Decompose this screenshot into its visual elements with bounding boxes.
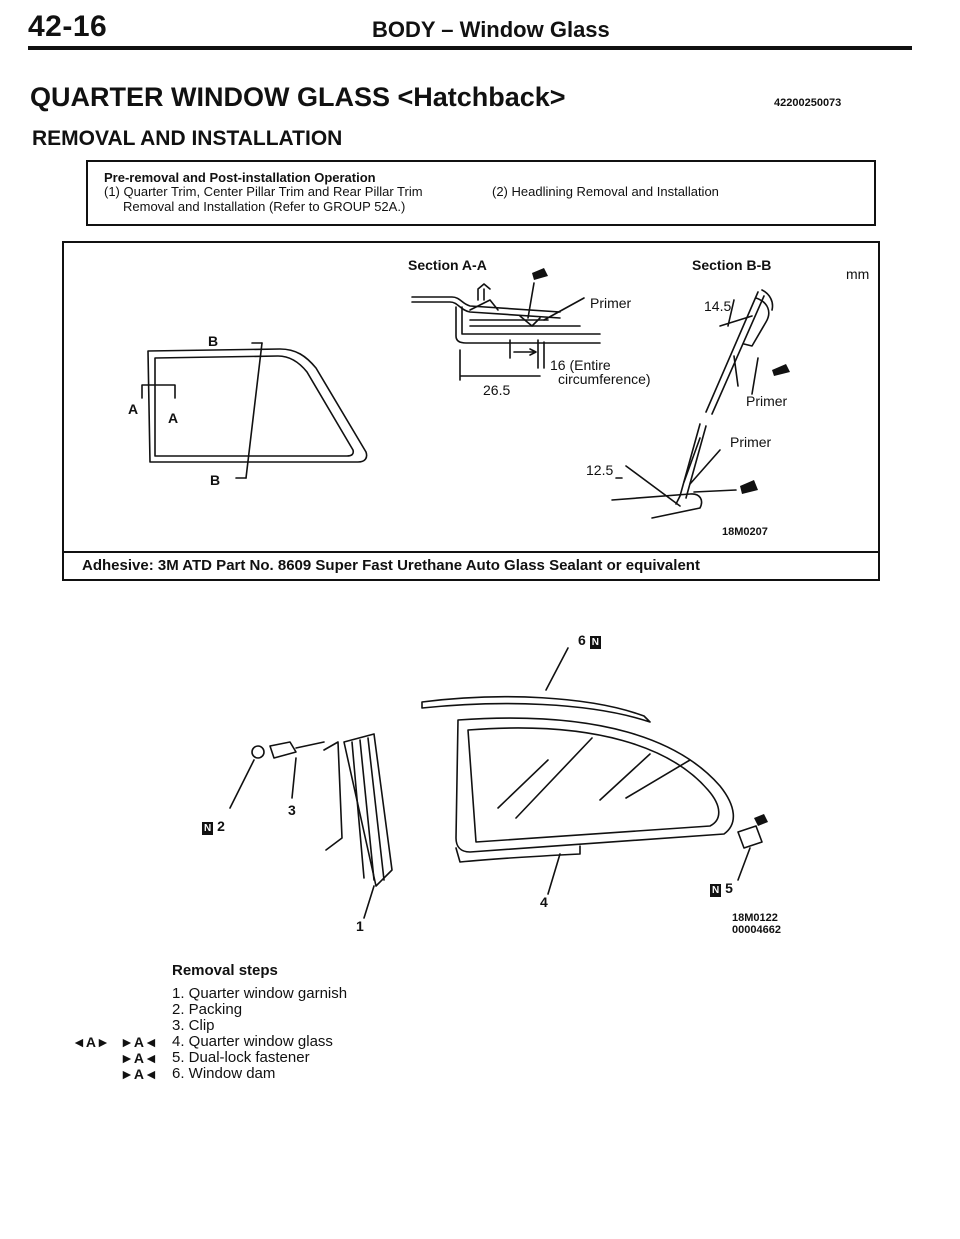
dimension-16-note: circumference) xyxy=(558,371,651,387)
section-figure-code: 18M0207 xyxy=(722,526,768,538)
section-bb-label: Section B-B xyxy=(692,257,772,273)
callout-5: N 5 xyxy=(710,880,733,897)
removal-step-1: 1. Quarter window garnish xyxy=(172,985,348,1002)
removal-step-2: 2. Packing xyxy=(172,1001,243,1018)
quarter-window-outline xyxy=(141,342,368,479)
removal-step-3: 3. Clip xyxy=(172,1017,215,1034)
primer-label-aa: Primer xyxy=(590,295,632,311)
subtitle: REMOVAL AND INSTALLATION xyxy=(32,127,343,150)
removal-step-4: 4. Quarter window glass xyxy=(172,1033,333,1050)
operation-item-1-continued: Removal and Installation (Refer to GROUP… xyxy=(123,199,406,214)
section-bb-drawing xyxy=(611,289,774,519)
removal-steps-heading: Removal steps xyxy=(172,962,278,979)
glass-drawing xyxy=(455,717,735,895)
adhesive-note: Adhesive: 3M ATD Part No. 8609 Super Fas… xyxy=(82,557,700,574)
callout-4: 4 xyxy=(540,894,548,910)
operation-item-2: (2) Headlining Removal and Installation xyxy=(492,184,719,199)
fastener-drawing xyxy=(737,825,763,881)
window-dam-drawing xyxy=(421,647,651,723)
n-mark-icon: N xyxy=(710,884,722,897)
operation-item-1: (1) Quarter Trim, Center Pillar Trim and… xyxy=(104,184,423,199)
garnish-drawing xyxy=(323,733,393,919)
operation-title: Pre-removal and Post-installation Operat… xyxy=(104,170,376,185)
section-title: BODY – Window Glass xyxy=(372,17,610,42)
callout-2: N 2 xyxy=(202,818,225,835)
callout-3: 3 xyxy=(288,802,296,818)
section-aa-drawing xyxy=(411,282,601,381)
dimension-14-5: 14.5 xyxy=(704,298,732,314)
install-service-point-mark-4: ►A◄ xyxy=(120,1034,158,1050)
callout-5-number: 5 xyxy=(725,880,733,896)
section-b-marker-top: B xyxy=(208,333,219,349)
section-a-marker-right: A xyxy=(168,410,179,426)
parts-figure-code-1: 18M0122 xyxy=(732,912,778,924)
section-aa-label: Section A-A xyxy=(408,257,487,273)
removal-step-5: 5. Dual-lock fastener xyxy=(172,1049,310,1066)
document-code: 42200250073 xyxy=(774,97,842,109)
callout-6: 6 N xyxy=(578,632,601,649)
section-figure-box xyxy=(62,241,880,581)
callout-1: 1 xyxy=(356,918,364,934)
dimension-26-5: 26.5 xyxy=(483,382,511,398)
removal-service-point-mark: ◄A► xyxy=(72,1034,110,1050)
figure-divider xyxy=(62,551,880,553)
dimension-16: 16 (Entire xyxy=(550,357,611,373)
header-rule xyxy=(28,46,912,50)
dimension-12-5: 12.5 xyxy=(586,462,614,478)
removal-step-6: 6. Window dam xyxy=(172,1065,276,1082)
operation-box xyxy=(86,160,876,226)
clip-drawing xyxy=(229,741,325,809)
page-number: 42-16 xyxy=(28,10,108,43)
parts-figure-code-2: 00004662 xyxy=(732,924,781,936)
primer-label-bb-2: Primer xyxy=(730,434,772,450)
unit-label: mm xyxy=(846,266,870,282)
section-a-marker-left: A xyxy=(128,401,139,417)
section-b-marker-bottom: B xyxy=(210,472,221,488)
n-mark-icon: N xyxy=(202,822,214,835)
install-service-point-mark-5: ►A◄ xyxy=(120,1050,158,1066)
callout-6-number: 6 xyxy=(578,632,586,648)
install-service-point-mark-6: ►A◄ xyxy=(120,1066,158,1082)
page-title: QUARTER WINDOW GLASS <Hatchback> xyxy=(30,82,566,112)
callout-2-number: 2 xyxy=(217,818,225,834)
primer-label-bb-1: Primer xyxy=(746,393,788,409)
n-mark-icon: N xyxy=(589,636,601,649)
